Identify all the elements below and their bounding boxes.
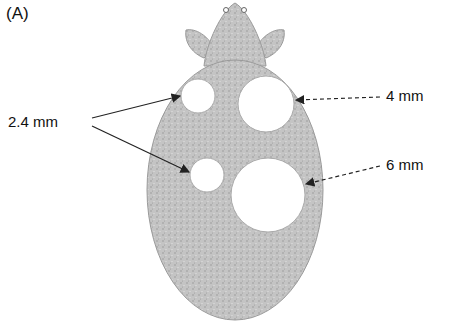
panel-label: (A) (6, 5, 29, 24)
skin-holes (181, 76, 305, 232)
mouse-body (147, 3, 323, 320)
dimension-label: 4 mm (386, 88, 424, 105)
dimension-label: 2.4 mm (8, 114, 58, 131)
leader-lines (92, 96, 380, 184)
dimension-label: 6 mm (386, 157, 424, 174)
